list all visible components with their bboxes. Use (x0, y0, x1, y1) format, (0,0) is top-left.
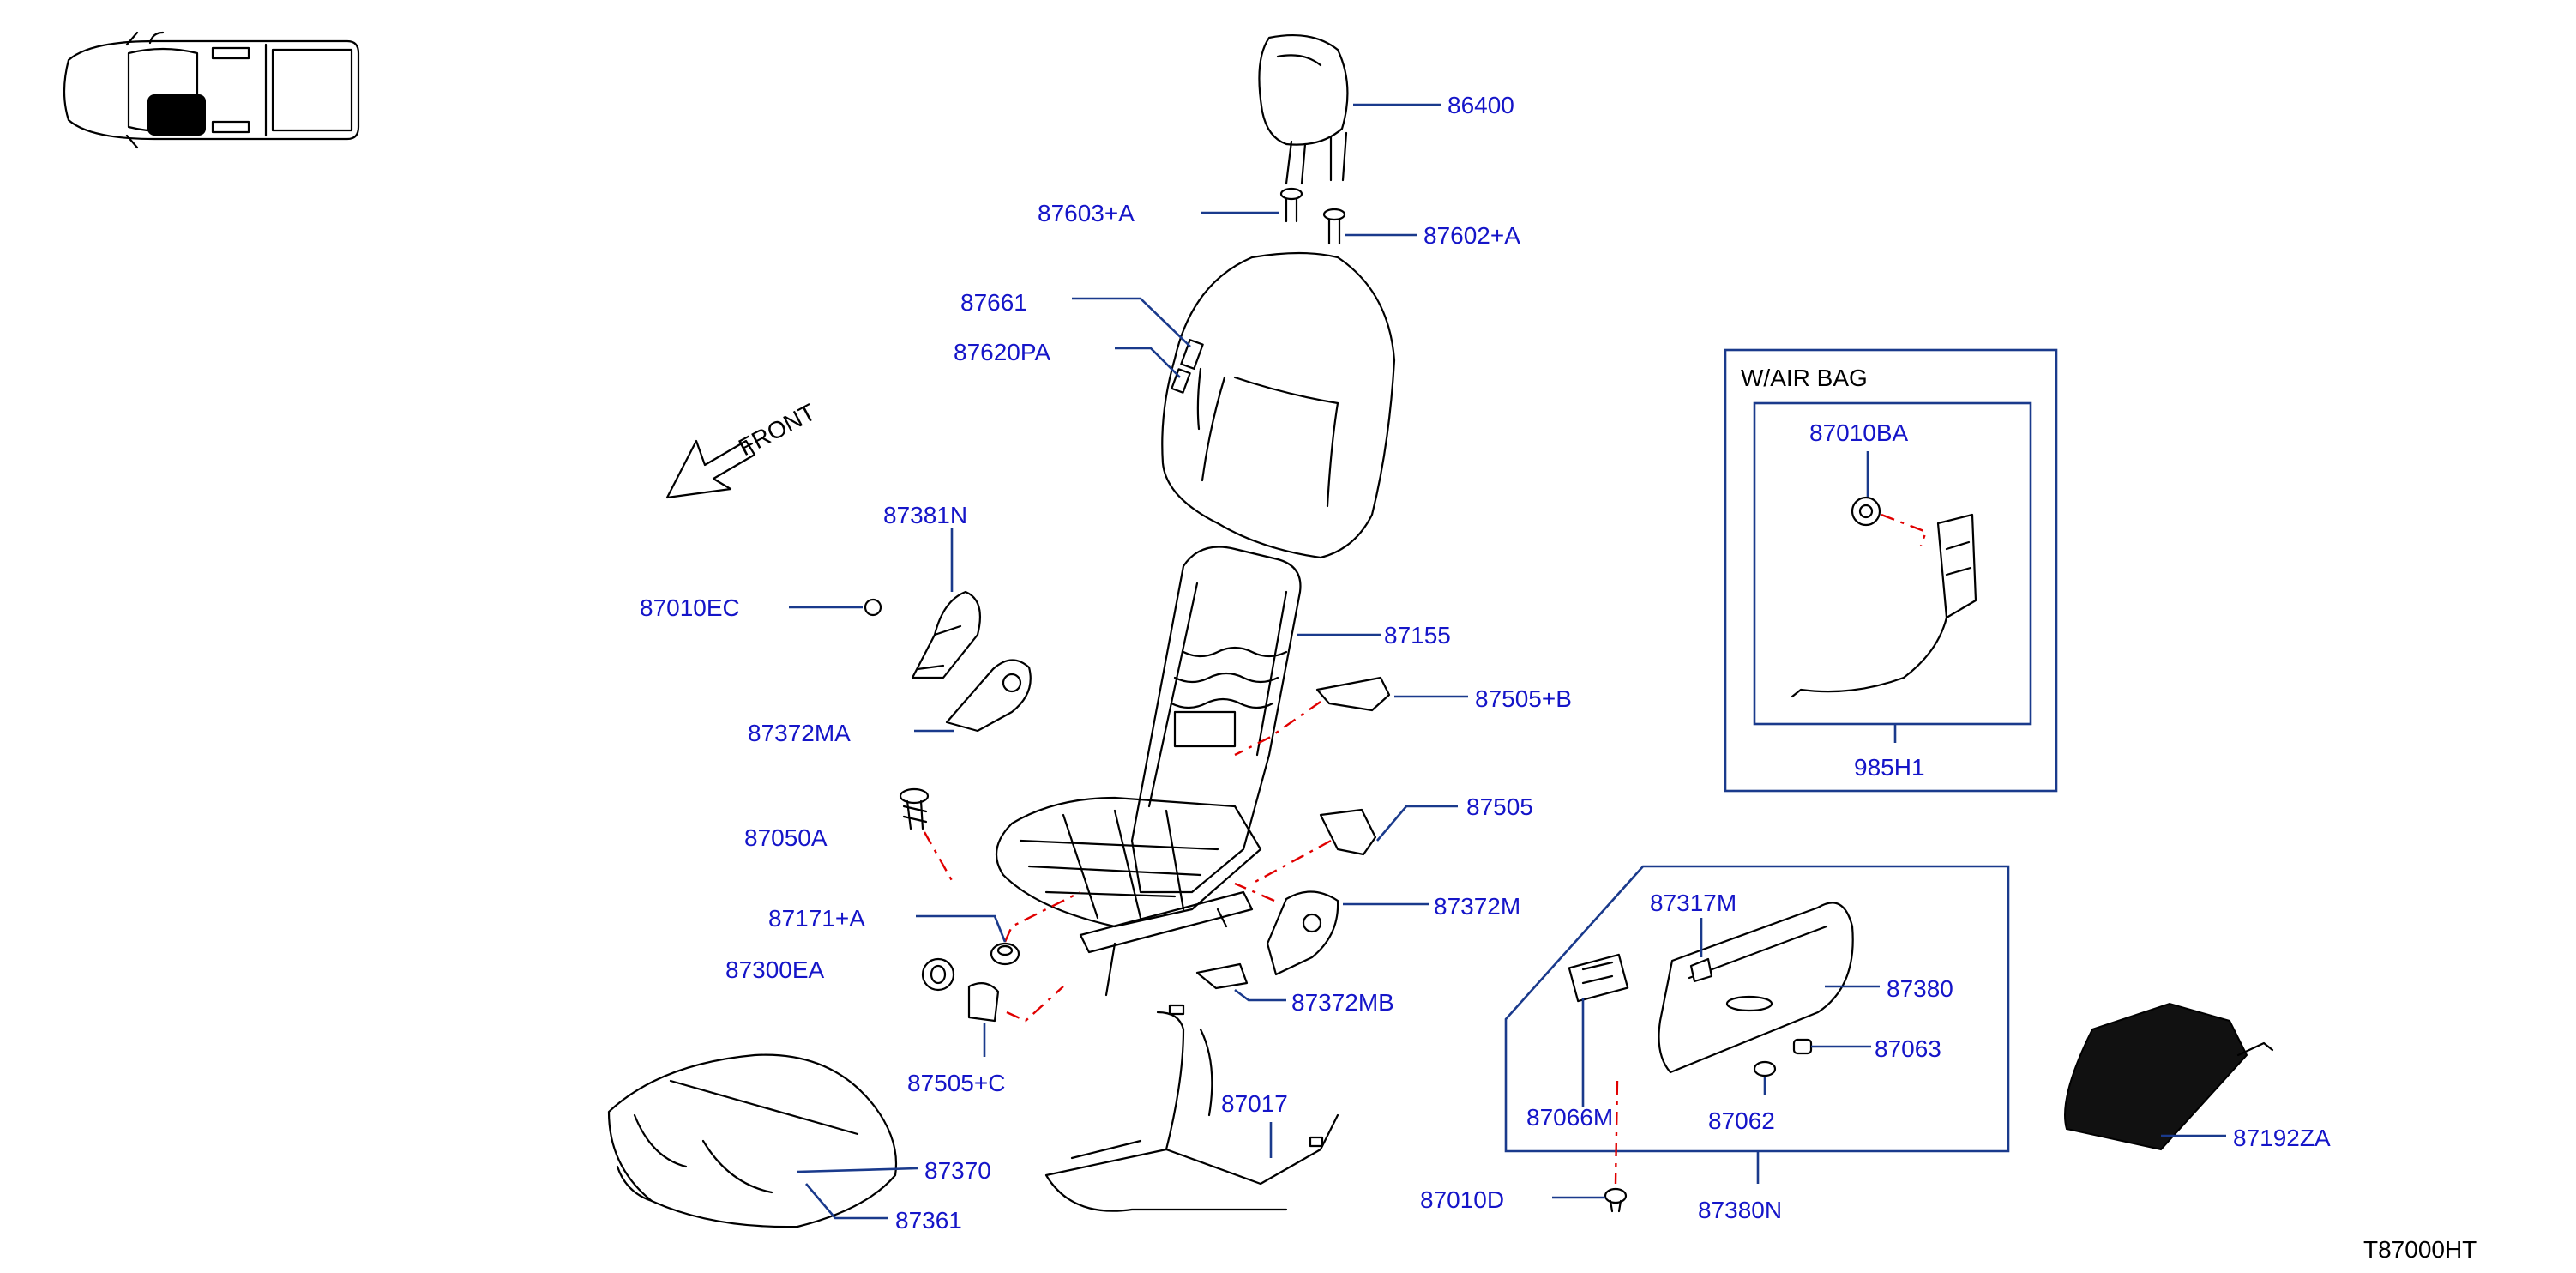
label-87603: 87603+A (1038, 200, 1135, 226)
part-87381N (911, 590, 981, 679)
part-87300EA (921, 957, 955, 992)
part-87317M-knob (1689, 957, 1713, 983)
leader-87372MB (1234, 988, 1286, 1002)
link-87010D (1614, 1080, 1619, 1185)
part-87010EC (864, 598, 882, 617)
vehicle-locator-icon (63, 31, 360, 149)
part-87010D-screw (1604, 1187, 1628, 1213)
part-87066M-switch (1568, 953, 1629, 1003)
link-87050A (923, 831, 955, 884)
label-87317M: 87317M (1650, 890, 1736, 916)
label-87372MA: 87372MA (748, 720, 851, 746)
part-87062-knob (1753, 1060, 1777, 1077)
leader-87171A (916, 914, 1007, 943)
label-87602: 87602+A (1423, 222, 1520, 249)
label-985H1: 985H1 (1854, 754, 1925, 781)
part-87505C (967, 982, 1000, 1023)
link-87505 (1251, 839, 1332, 885)
airbag-box-inner (1753, 401, 2032, 726)
label-87620PA: 87620PA (954, 339, 1050, 365)
seat-back-cover (1161, 251, 1396, 559)
label-87505: 87505 (1466, 793, 1533, 820)
part-87380-finisher (1658, 902, 1854, 1074)
label-87063: 87063 (1875, 1035, 1941, 1062)
label-86400: 86400 (1447, 92, 1514, 118)
link-87505C (1006, 986, 1064, 1023)
label-87372MB: 87372MB (1291, 989, 1394, 1016)
part-87372M (1266, 890, 1339, 976)
front-arrow-icon (665, 439, 756, 499)
label-87192ZA: 87192ZA (2233, 1125, 2331, 1151)
label-87010D: 87010D (1420, 1186, 1504, 1213)
headrest-guide-right (1322, 208, 1346, 245)
label-87370: 87370 (924, 1157, 991, 1184)
part-87171A (990, 942, 1020, 966)
part-87050A-bolt (899, 787, 930, 830)
label-87661: 87661 (960, 289, 1027, 316)
label-87505C: 87505+C (907, 1070, 1005, 1096)
diagram-code: T87000HT (2363, 1236, 2477, 1263)
leader-87361 (805, 1183, 888, 1220)
part-87372MB (1195, 962, 1249, 990)
headrest-guide-left (1279, 187, 1303, 223)
leader-87370 (797, 1167, 918, 1173)
label-87380N: 87380N (1698, 1197, 1782, 1223)
label-87372M: 87372M (1434, 893, 1520, 920)
part-87010BA-nut (1851, 496, 1881, 527)
label-87381N: 87381N (883, 502, 967, 528)
part-87017-harness (1044, 1004, 1339, 1212)
link-87171A (1003, 890, 1081, 943)
part-87063-knob (1792, 1038, 1813, 1055)
label-87010BA: 87010BA (1809, 419, 1909, 446)
label-87066M: 87066M (1526, 1104, 1613, 1131)
link-87505B (1234, 701, 1321, 757)
seat-frame (995, 546, 1302, 997)
headrest (1258, 33, 1349, 185)
leader-87620PA (1115, 347, 1181, 378)
link-87010BA (1881, 513, 1928, 546)
label-87300EA: 87300EA (725, 956, 825, 983)
label-87380: 87380 (1887, 975, 1953, 1002)
seat-cushion-cover (607, 1053, 898, 1228)
part-87372MA (945, 659, 1032, 733)
part-87505 (1319, 808, 1377, 856)
leader-87505 (1376, 805, 1458, 842)
leader-87661 (1072, 297, 1191, 347)
label-87361: 87361 (895, 1207, 962, 1234)
part-985H1-airbag-module (1791, 513, 1977, 698)
airbag-box-outer (1724, 348, 2058, 793)
label-87155: 87155 (1384, 622, 1451, 649)
label-87062: 87062 (1708, 1107, 1775, 1134)
label-87171A: 87171+A (768, 905, 865, 932)
part-87505B (1315, 676, 1391, 712)
airbag-box-title: W/AIR BAG (1741, 365, 1868, 391)
part-87192ZA-pad (2064, 1002, 2274, 1151)
label-87505B: 87505+B (1475, 685, 1572, 712)
link-87372M (1234, 882, 1275, 902)
label-87010EC: 87010EC (640, 594, 740, 621)
front-direction-label: FRONT (734, 399, 820, 462)
label-87017: 87017 (1221, 1090, 1288, 1117)
label-87050A: 87050A (744, 824, 828, 851)
